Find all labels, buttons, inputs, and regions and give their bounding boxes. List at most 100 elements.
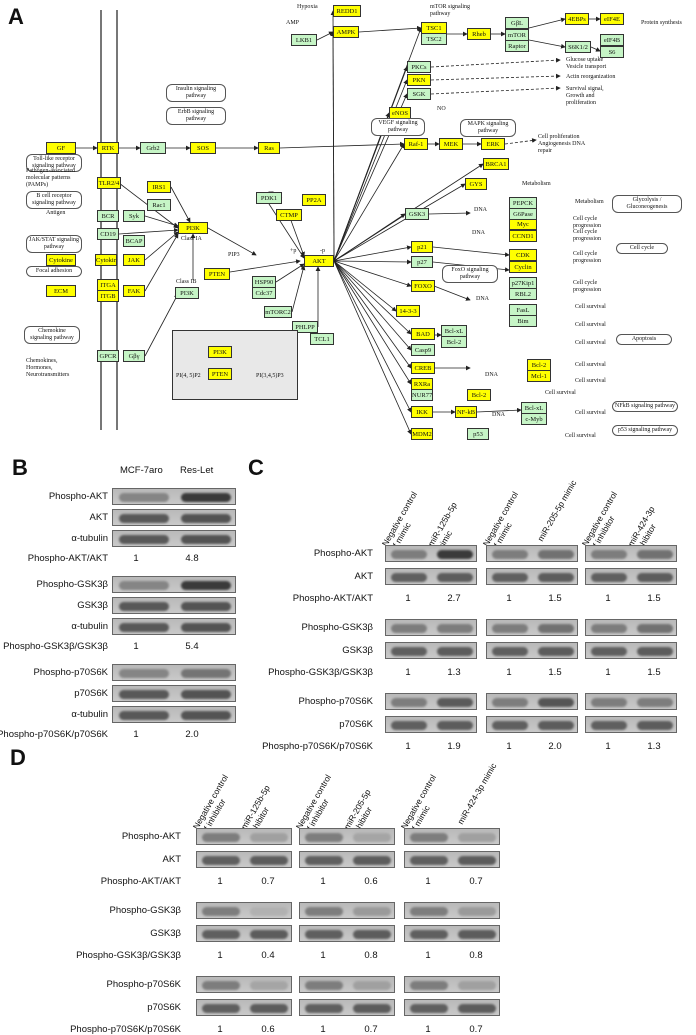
panel-c-ratio-value: 2.0 xyxy=(548,741,562,752)
panel-d-column-label: Negative control of inhibitor xyxy=(293,772,334,836)
panel-d-ratio-value: 1 xyxy=(320,1024,326,1035)
gene-node-s6k: S6K1/2 xyxy=(565,41,591,53)
panel-c-blot-band xyxy=(590,550,628,559)
panel-d-blot xyxy=(196,828,292,845)
panel-c-blot-band xyxy=(537,573,575,582)
pathway-arrow xyxy=(333,260,412,351)
panel-c-blot-band xyxy=(590,721,628,730)
pathway-text-chemo: Chemokines, Hormones, Neurotransmitters xyxy=(26,358,70,378)
panel-c-blot-band xyxy=(436,624,474,633)
panel-d-column-label: miR-424-3p mimic xyxy=(455,761,499,826)
pathway-arrow xyxy=(476,407,522,413)
pathway-text-survival1: Survival signal, Growth and proliferatio… xyxy=(566,86,604,106)
gene-node-pi3k2: PI3K xyxy=(175,287,199,299)
gene-node-pkcs: PKCs xyxy=(407,61,431,73)
gene-node-gsk3: GSK3 xyxy=(405,208,429,220)
pathway-arrow xyxy=(428,210,471,216)
gene-node-s6: S6 xyxy=(600,46,624,58)
panel-d-blot xyxy=(404,999,500,1016)
gene-node-ampk: AMPK xyxy=(333,26,359,38)
panel-d-row-label: AKT xyxy=(162,854,181,865)
pathway-text-ccp2: Cell cycle progression xyxy=(573,229,601,242)
panel-d-blot-band xyxy=(457,856,497,865)
gene-node-syk: Syk xyxy=(123,210,145,222)
panel-d-blot xyxy=(299,999,395,1016)
panel-b-ratio-value: 1 xyxy=(133,641,139,652)
panel-b-blot-band xyxy=(119,493,169,502)
panel-b-blot-band xyxy=(119,514,169,523)
panel-c-ratio-label: Phospho-GSK3β/GSK3β xyxy=(268,667,373,678)
panel-b-blot xyxy=(112,597,236,614)
panel-a-label: A xyxy=(8,4,24,29)
pathway-box-toll: Toll-like receptor signaling pathway xyxy=(26,154,82,172)
panel-d-blot xyxy=(299,828,395,845)
gene-node-p53: p53 xyxy=(467,428,489,440)
panel-c-blot xyxy=(585,619,677,636)
panel-d-row-label: p70S6K xyxy=(147,1002,181,1013)
gene-node-irs1: IRS1 xyxy=(147,181,171,193)
panel-d-column-label: miR-205-5p inhibitor xyxy=(341,787,374,836)
gene-node-redd1: REDD1 xyxy=(333,5,361,17)
panel-c-blot-band xyxy=(491,721,529,730)
panel-b-row-label: α-tubulin xyxy=(71,533,108,544)
pathway-arrow xyxy=(268,203,305,259)
panel-c-blot xyxy=(385,693,477,710)
panel-c-label: C xyxy=(248,455,264,480)
panel-d-blot xyxy=(299,925,395,942)
gene-node-mdm2: MDM2 xyxy=(411,428,433,440)
panel-d-blot-band xyxy=(409,856,449,865)
panel-c-blot xyxy=(585,568,677,585)
inset-pi3k-node: PI3K xyxy=(208,346,232,358)
panel-d-blot-band xyxy=(249,833,289,842)
panel-c-blot-band xyxy=(590,573,628,582)
panel-d-blot-band xyxy=(409,907,449,916)
panel-c-blot-band xyxy=(491,624,529,633)
panel-c-ratio-value: 1 xyxy=(405,593,411,604)
panel-c-blot-band xyxy=(390,550,428,559)
panel-d-blot xyxy=(196,976,292,993)
panel-d-blot xyxy=(196,902,292,919)
panel-d-ratio-value: 1 xyxy=(217,1024,223,1035)
panel-c-column-label: Negative control of inhibitor xyxy=(579,489,620,553)
gene-node-gbl: GβL xyxy=(505,17,529,29)
panel-b-blot-band xyxy=(181,669,231,678)
gene-node-lkb1: LKB1 xyxy=(291,34,317,46)
panel-b-ratio-label: Phospho-GSK3β/GSK3β xyxy=(3,641,108,652)
panel-d-blot xyxy=(299,902,395,919)
pathway-arrow xyxy=(333,259,412,265)
panel-b-column-label: MCF-7aro xyxy=(120,465,163,476)
gene-node-pten: PTEN xyxy=(204,268,230,280)
pathway-arrow xyxy=(333,143,405,262)
panel-d-blot-band xyxy=(304,833,344,842)
panel-d-ratio-value: 0.6 xyxy=(261,1024,275,1035)
pathway-text-classia: Class IA xyxy=(181,236,202,242)
panel-c-blot xyxy=(585,642,677,659)
panel-b-blot xyxy=(112,685,236,702)
gene-node-foxo: FOXO xyxy=(411,280,435,292)
panel-b-ratio-label: Phospho-p70S6K/p70S6K xyxy=(0,729,108,740)
panel-d-blot-band xyxy=(457,833,497,842)
panel-c-ratio-value: 1 xyxy=(605,593,611,604)
panel-c-blot-band xyxy=(537,647,575,656)
panel-d-column-label: miR-125b-5p inhibitor xyxy=(238,783,272,836)
pathway-text-metab1: Metabolism xyxy=(522,181,551,187)
panel-b-blot xyxy=(112,706,236,723)
panel-b-blot xyxy=(112,509,236,526)
gene-node-tlr2: TLR2/4 xyxy=(97,177,121,189)
gene-node-bad: BAD xyxy=(411,328,435,340)
panel-d-blot-band xyxy=(352,981,392,990)
panel-d-ratio-value: 1 xyxy=(320,876,326,887)
panel-b-blot-band xyxy=(119,690,169,699)
panel-c-blot xyxy=(385,619,477,636)
panel-b-label: B xyxy=(12,455,28,480)
pathway-arrow xyxy=(144,293,179,357)
pathway-arrow xyxy=(528,17,566,29)
gene-node-gf: GF xyxy=(46,142,76,154)
pathway-arrow xyxy=(291,265,306,313)
panel-d-ratio-value: 0.7 xyxy=(469,876,483,887)
panel-d-column-label: Negative control of mimic xyxy=(398,772,439,836)
pathway-text-amp: AMP xyxy=(286,20,300,26)
panel-d-blot-band xyxy=(304,930,344,939)
gene-node-gpcr: GPCR xyxy=(97,350,119,362)
gene-node-creb: CREB xyxy=(411,362,435,374)
